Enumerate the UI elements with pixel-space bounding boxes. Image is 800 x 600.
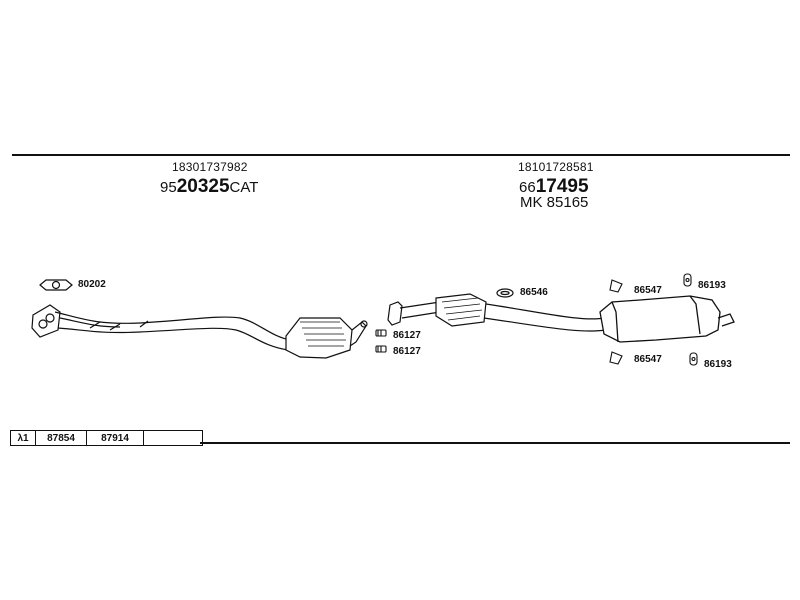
part-number-front: 18301737982 — [172, 160, 248, 174]
rubber-mount-icon — [683, 273, 698, 366]
code-rear-bold: 17495 — [535, 176, 589, 197]
part-number-rear: 18101728581 — [518, 160, 594, 174]
lambda-sensor-table: λ1 87854 87914 — [10, 430, 203, 446]
code-rear-prefix: 66 — [519, 179, 536, 196]
rear-muffler — [599, 295, 735, 343]
label-gasket: 80202 — [78, 279, 106, 290]
code-front-prefix: 95 — [160, 179, 177, 196]
lambda-symbol: λ1 — [11, 431, 36, 445]
lambda-cell-1: 87854 — [36, 431, 87, 445]
code-rear: 6617495 — [519, 176, 589, 198]
mk-code-rear: MK 85165 — [520, 194, 589, 211]
code-front-bold: 20325 — [176, 176, 230, 197]
middle-silencer — [387, 293, 606, 332]
code-front-suffix: CAT — [229, 179, 259, 196]
lambda-cell-3 — [144, 431, 202, 445]
clamp-icon — [375, 329, 387, 353]
label-hanger-bottom: 86547 — [634, 354, 662, 365]
label-ring: 86546 — [520, 287, 548, 298]
hanger-icon — [609, 279, 623, 365]
label-mount-top: 86193 — [698, 280, 726, 291]
label-hanger-top: 86547 — [634, 285, 662, 296]
lambda-cell-2: 87914 — [87, 431, 144, 445]
label-clamp-upper: 86127 — [393, 330, 421, 341]
label-clamp-lower: 86127 — [393, 346, 421, 357]
label-mount-bottom: 86193 — [704, 359, 732, 370]
ring-icon — [496, 288, 514, 298]
code-front: 9520325CAT — [160, 176, 258, 198]
front-pipe-with-catalytic-converter — [31, 304, 368, 359]
gasket-icon — [39, 279, 73, 291]
